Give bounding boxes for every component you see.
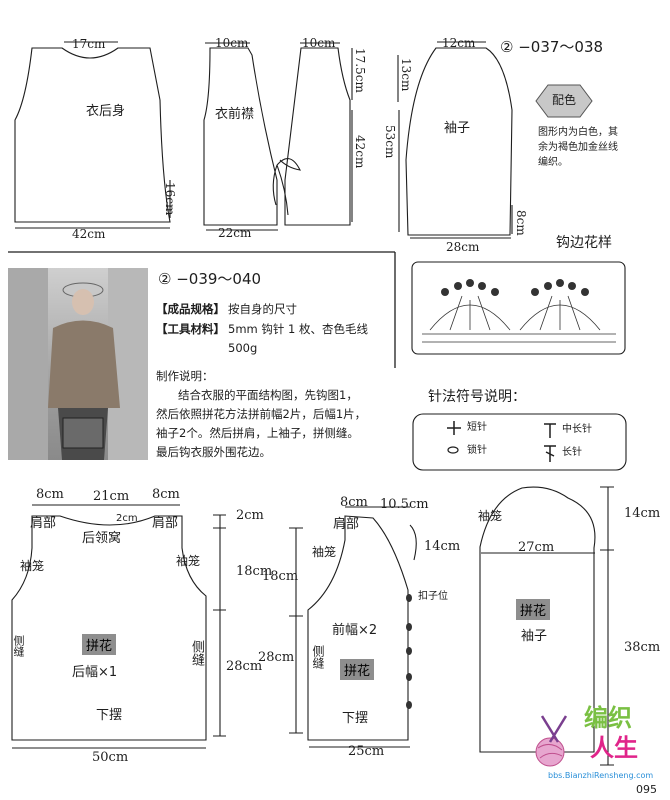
method-line-1: 结合衣服的平面结构图，先钩图1， bbox=[178, 388, 358, 402]
bottom-back-m1: 8cm bbox=[36, 487, 64, 502]
bottom-back-d1: 2cm bbox=[236, 508, 264, 523]
top-back-outline bbox=[14, 47, 171, 223]
bottom-front-motif: 拼花 bbox=[340, 659, 375, 680]
page-number: 095 bbox=[636, 783, 657, 796]
top-sleeve-label: 袖子 bbox=[444, 121, 471, 136]
bottom-back-outline bbox=[11, 515, 207, 741]
chain-stitch-symbol bbox=[447, 446, 459, 454]
top-sleeve-outline bbox=[405, 47, 513, 236]
legend-title: 针法符号说明： bbox=[428, 389, 526, 405]
color-note-2: 余为褐色加金丝线 bbox=[538, 142, 618, 153]
short-stitch-symbol bbox=[447, 421, 461, 435]
bottom-sleeve-armhole: 袖笼 bbox=[478, 509, 503, 523]
color-note-1: 图形内为白色，其 bbox=[538, 127, 618, 138]
model-photo bbox=[8, 268, 148, 460]
bottom-back-neck: 后领窝 bbox=[82, 531, 122, 546]
bottom-back-shoulder-right: 肩部 bbox=[152, 516, 179, 531]
top-sleeve-length: 53cm bbox=[383, 125, 397, 159]
bottom-back-side-left: 侧缝 bbox=[12, 635, 25, 657]
spec-label: 【成品规格】 bbox=[156, 302, 225, 316]
tools-label: 【工具材料】 bbox=[156, 322, 225, 336]
bottom-front-m1: 8cm bbox=[340, 495, 368, 510]
bottom-back-motif: 拼花 bbox=[82, 634, 117, 655]
top-sleeve-cap: 13cm bbox=[399, 58, 413, 92]
edging-title: 钩边花样 bbox=[556, 235, 612, 251]
bottom-back-d2: 18cm bbox=[236, 564, 273, 579]
top-back-side: 16cm bbox=[163, 182, 177, 216]
bottom-front-armhole: 袖笼 bbox=[312, 545, 337, 559]
bottom-back-width: 50cm bbox=[92, 750, 129, 765]
top-sleeve-width: 28cm bbox=[446, 240, 480, 254]
tie-ribbon bbox=[272, 158, 301, 216]
bottom-front-d1: 18cm bbox=[262, 569, 299, 584]
top-front-left: 10cm bbox=[215, 36, 249, 50]
bottom-back-side-right: 侧缝 bbox=[189, 640, 204, 666]
top-front-right: 10cm bbox=[302, 36, 336, 50]
bottom-back-m2: 21cm bbox=[93, 489, 130, 504]
bottom-sleeve-length: 38cm bbox=[624, 640, 661, 655]
top-sleeve-cuff: 8cm bbox=[514, 210, 528, 236]
top-back-shoulder: 17cm bbox=[72, 37, 106, 51]
bottom-front-outline bbox=[307, 515, 409, 741]
legend-chain-stitch: 锁针 bbox=[467, 445, 487, 456]
method-line-2: 然后依照拼花方法拼前幅2片，后幅1片， bbox=[156, 407, 367, 421]
bottom-back-name: 后幅×1 bbox=[72, 665, 118, 680]
bottom-sleeve-motif: 拼花 bbox=[516, 599, 551, 620]
bottom-front-d2: 28cm bbox=[258, 650, 295, 665]
top-back-width: 42cm bbox=[72, 227, 106, 241]
bottom-back-m3: 8cm bbox=[152, 487, 180, 502]
bottom-front-hem: 下摆 bbox=[342, 711, 369, 726]
site-url: bbs.BianzhiRensheng.com bbox=[548, 771, 654, 780]
double-crochet-symbol bbox=[544, 445, 556, 462]
logo-text-b: 人生 bbox=[590, 734, 638, 762]
bottom-back-armhole-right: 袖笼 bbox=[176, 554, 201, 568]
bottom-front-name: 前幅×2 bbox=[332, 623, 378, 638]
tools-value-2: 500g bbox=[228, 341, 258, 355]
bottom-front-shoulder: 肩部 bbox=[333, 517, 360, 532]
top-front-outline-r bbox=[284, 47, 351, 226]
middle-pattern-number: ② −039～040 bbox=[158, 270, 262, 288]
yarn-ball-icon bbox=[535, 715, 568, 767]
top-sleeve-top: 12cm bbox=[442, 36, 476, 50]
method-title: 制作说明： bbox=[156, 369, 214, 383]
color-note-3: 编织。 bbox=[538, 157, 568, 168]
bottom-back-shoulder-left: 肩部 bbox=[30, 516, 57, 531]
logo-text-a: 编织 bbox=[584, 704, 632, 732]
bottom-back-d3: 28cm bbox=[226, 659, 263, 674]
button-position: 扣子位 bbox=[418, 591, 448, 602]
edging-chart bbox=[411, 261, 626, 355]
method-line-4: 最后钩衣服外围花边。 bbox=[156, 445, 271, 459]
bottom-back-hem: 下摆 bbox=[96, 708, 123, 723]
legend-double: 长针 bbox=[562, 447, 582, 458]
bottom-front-m2: 10.5cm bbox=[380, 497, 429, 512]
color-badge-shape bbox=[535, 84, 593, 118]
top-front-width: 22cm bbox=[218, 226, 252, 240]
top-front-label: 衣前襟 bbox=[215, 107, 255, 122]
bottom-front-width: 25cm bbox=[348, 744, 385, 759]
half-double-symbol bbox=[544, 423, 556, 438]
method-line-3: 袖子2个。然后拼肩，上袖子，拼侧缝。 bbox=[156, 426, 359, 440]
top-front-height: 42cm bbox=[353, 135, 367, 169]
spec-value: 按自身的尺寸 bbox=[228, 302, 297, 316]
top-back-label: 衣后身 bbox=[86, 104, 126, 119]
top-front-outline bbox=[203, 47, 278, 226]
bottom-front-neck: 14cm bbox=[424, 539, 461, 554]
bottom-sleeve-outline bbox=[479, 486, 596, 753]
bottom-sleeve-cap: 14cm bbox=[624, 506, 661, 521]
tools-value: 5mm 钩针 1 枚、杏色毛线 bbox=[228, 322, 369, 336]
color-badge: 配色 bbox=[552, 93, 577, 107]
legend-short-stitch: 短针 bbox=[467, 422, 487, 433]
stitch-legend-box bbox=[412, 413, 627, 471]
bottom-back-neck-depth: 2cm bbox=[116, 513, 138, 524]
legend-half-double: 中长针 bbox=[562, 424, 592, 435]
bottom-front-side: 侧缝 bbox=[311, 645, 325, 669]
bottom-sleeve-name: 袖子 bbox=[521, 629, 548, 644]
top-front-neck: 17.5cm bbox=[353, 48, 367, 93]
bottom-sleeve-width: 27cm bbox=[518, 540, 555, 555]
top-pattern-number: ② −037～038 bbox=[500, 38, 604, 56]
bottom-back-armhole-left: 袖笼 bbox=[20, 559, 45, 573]
